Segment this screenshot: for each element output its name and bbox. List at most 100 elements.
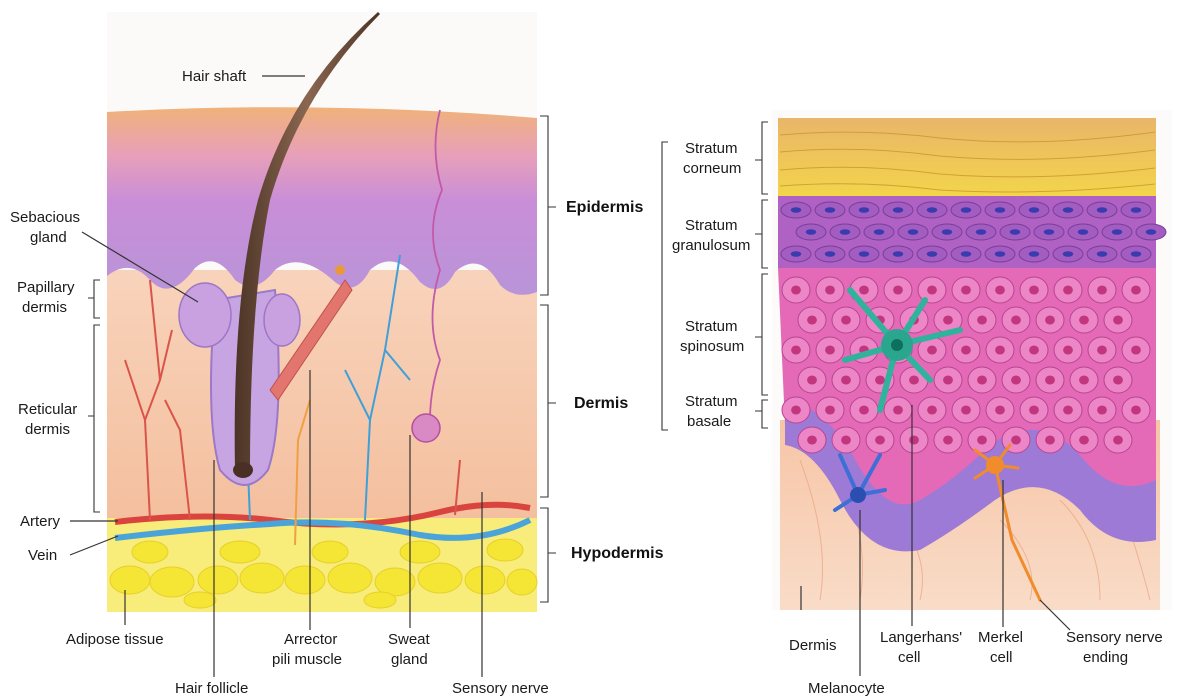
label-hypodermis: Hypodermis [571, 545, 664, 562]
cell-nucleus [943, 375, 953, 384]
cell-nucleus [1131, 285, 1141, 294]
label-artery: Artery [20, 513, 61, 530]
cell-nucleus [791, 207, 802, 213]
cell-nucleus [1079, 315, 1089, 324]
cell-nucleus [859, 251, 870, 257]
label-arrector-pili-2: pili muscle [272, 651, 342, 668]
cell-nucleus [1029, 345, 1039, 354]
cell-nucleus [1063, 207, 1074, 213]
cell-nucleus [995, 207, 1006, 213]
cell-nucleus [893, 405, 903, 414]
cell-nucleus [859, 405, 869, 414]
cell-nucleus [1045, 435, 1055, 444]
cell-nucleus [875, 375, 885, 384]
cell-nucleus [1112, 229, 1123, 235]
cell-nucleus [1131, 345, 1141, 354]
cell-nucleus [1131, 251, 1142, 257]
label-stratum-granulosum-1: Stratum [685, 217, 738, 234]
cell-nucleus [1113, 435, 1123, 444]
cell-nucleus [893, 251, 904, 257]
cell-nucleus [961, 345, 971, 354]
label-merkel-2: cell [990, 649, 1013, 666]
label-arrector-pili-1: Arrector [284, 631, 337, 648]
cell-nucleus [1045, 375, 1055, 384]
cell-nucleus [807, 315, 817, 324]
cell-nucleus [943, 435, 953, 444]
cell-nucleus [1044, 229, 1055, 235]
label-vein: Vein [28, 547, 57, 564]
label-sebaceous-gland-1: Sebacious [10, 209, 80, 226]
cell-nucleus [1113, 315, 1123, 324]
cell-nucleus [1045, 315, 1055, 324]
right-epidermis-closeup [772, 110, 1172, 610]
label-stratum-spinosum-2: spinosum [680, 338, 744, 355]
cell-nucleus [874, 229, 885, 235]
cell-nucleus [825, 207, 836, 213]
cell-nucleus [791, 285, 801, 294]
cell-nucleus [908, 229, 919, 235]
cell-nucleus [909, 375, 919, 384]
cell-nucleus [961, 207, 972, 213]
cell-nucleus [927, 345, 937, 354]
left-skin-cross-section [70, 12, 556, 677]
label-sebaceous-gland-2: gland [30, 229, 67, 246]
cell-nucleus [977, 435, 987, 444]
cell-nucleus [1097, 251, 1108, 257]
cell-nucleus [893, 285, 903, 294]
label-melanocyte: Melanocyte [808, 680, 885, 697]
cell-nucleus [791, 345, 801, 354]
cell-nucleus [1097, 207, 1108, 213]
cell-nucleus [807, 375, 817, 384]
label-papillary-dermis-2: dermis [22, 299, 67, 316]
cell-nucleus [825, 405, 835, 414]
cell-nucleus [841, 435, 851, 444]
cell-nucleus [1011, 435, 1021, 444]
label-stratum-basale-2: basale [687, 413, 731, 430]
cell-nucleus [961, 405, 971, 414]
cell-nucleus [927, 405, 937, 414]
cell-nucleus [825, 251, 836, 257]
label-stratum-corneum-1: Stratum [685, 140, 738, 157]
cell-nucleus [859, 285, 869, 294]
cell-nucleus [1078, 229, 1089, 235]
cell-nucleus [825, 345, 835, 354]
cell-nucleus [841, 375, 851, 384]
cell-nucleus [1029, 285, 1039, 294]
sebaceous-gland-shape [179, 283, 231, 347]
cell-nucleus [961, 285, 971, 294]
dermis-layer [107, 270, 537, 520]
cell-nucleus [995, 285, 1005, 294]
label-reticular-dermis-2: dermis [25, 421, 70, 438]
label-papillary-dermis-1: Papillary [17, 279, 75, 296]
label-sweat-gland-2: gland [391, 651, 428, 668]
cell-nucleus [875, 435, 885, 444]
stratum-corneum-layer [778, 118, 1156, 196]
label-epidermis: Epidermis [566, 199, 643, 216]
cell-nucleus [995, 345, 1005, 354]
label-right-dermis: Dermis [789, 637, 837, 654]
cell-nucleus [1010, 229, 1021, 235]
cell-nucleus [841, 315, 851, 324]
cell-nucleus [1097, 405, 1107, 414]
cell-nucleus [1029, 207, 1040, 213]
cell-nucleus [909, 435, 919, 444]
label-stratum-basale-1: Stratum [685, 393, 738, 410]
label-langerhans-1: Langerhans' [880, 629, 962, 646]
cell-nucleus [840, 229, 851, 235]
cell-nucleus [1063, 251, 1074, 257]
cell-nucleus [995, 251, 1006, 257]
cell-nucleus [1029, 405, 1039, 414]
cell-nucleus [927, 285, 937, 294]
cell-nucleus [893, 207, 904, 213]
cell-nucleus [1011, 315, 1021, 324]
cell-nucleus [1079, 375, 1089, 384]
label-adipose-tissue: Adipose tissue [66, 631, 164, 648]
cell-nucleus [927, 251, 938, 257]
cell-nucleus [943, 315, 953, 324]
cell-nucleus [977, 375, 987, 384]
label-hair-shaft: Hair shaft [182, 68, 247, 85]
label-hair-follicle: Hair follicle [175, 680, 248, 697]
cell-nucleus [1097, 345, 1107, 354]
label-sensory-nerve-ending-1: Sensory nerve [1066, 629, 1163, 646]
cell-nucleus [825, 285, 835, 294]
